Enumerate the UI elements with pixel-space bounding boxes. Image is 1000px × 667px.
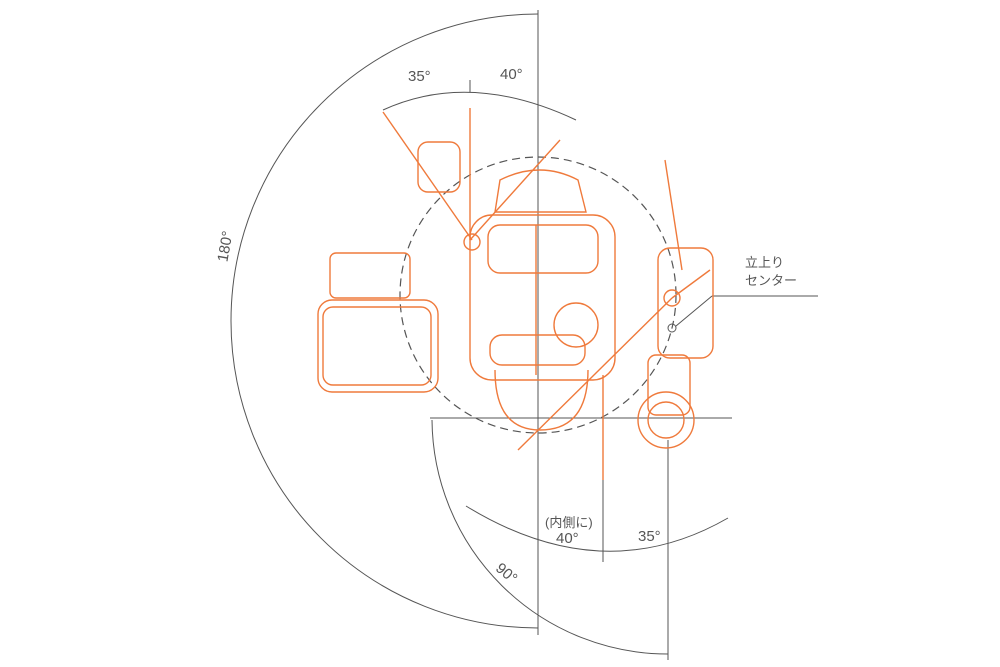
dimension-lines	[230, 10, 818, 660]
label-standup-center-1: 立上り	[745, 255, 785, 270]
chair-seat	[469, 214, 616, 381]
arm-right	[469, 139, 561, 241]
leader-line	[675, 295, 713, 327]
assist-arm	[517, 297, 673, 451]
assist-tube	[664, 159, 683, 271]
label-standup-center-2: センター	[745, 273, 798, 288]
instrument-holder	[329, 252, 411, 299]
cuspidor-bowl	[637, 391, 695, 449]
tray-inner	[322, 306, 432, 386]
cuspidor-unit	[657, 247, 714, 359]
label-top-right-angle: 40°	[500, 66, 523, 83]
instrument-tray	[317, 299, 439, 393]
arc-180	[230, 13, 539, 629]
label-top-left-angle: 35°	[408, 68, 431, 85]
chair-base	[553, 302, 599, 348]
arc-bottom	[465, 505, 729, 552]
standup-center-mark	[667, 323, 677, 333]
seat-cushion	[489, 334, 586, 366]
cuspidor-drain	[647, 401, 685, 439]
arm-pivot	[463, 233, 481, 251]
label-inner-note: (内側に)	[545, 515, 593, 530]
light-head	[417, 141, 461, 193]
arc-90	[431, 419, 669, 655]
footrest	[494, 369, 589, 431]
arc-top	[382, 91, 577, 121]
cuspidor-body	[647, 354, 691, 416]
assist-arm-link	[671, 269, 711, 299]
assist-pivot	[663, 289, 681, 307]
label-bottom-right-angle: 35°	[638, 528, 661, 545]
label-bottom-left-angle: 40°	[556, 530, 579, 547]
arm-left	[382, 111, 473, 241]
backrest	[487, 224, 599, 274]
headrest	[494, 169, 587, 213]
equipment-outline	[317, 108, 714, 480]
